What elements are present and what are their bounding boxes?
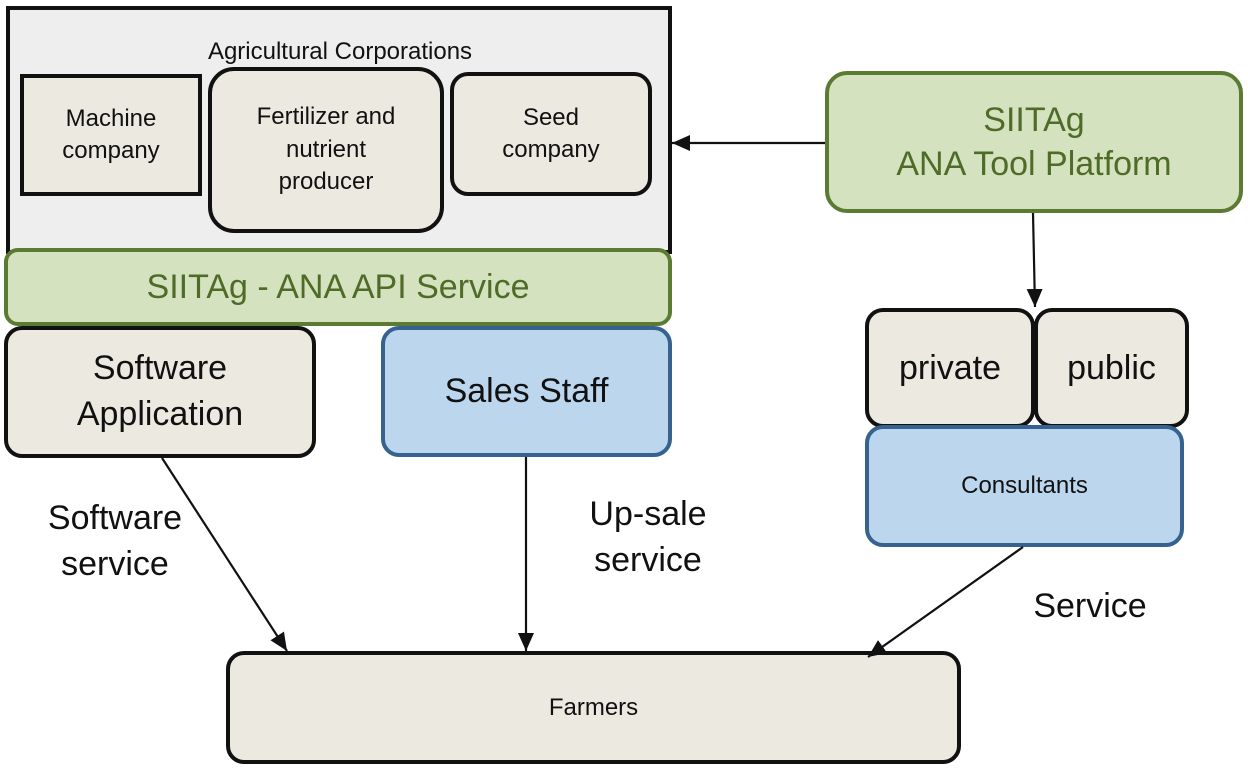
fertilizer-producer-box: Fertilizer and nutrient producer xyxy=(208,67,444,233)
consultants-to-farmers-arrow xyxy=(867,546,1024,658)
private-box: private xyxy=(865,308,1035,428)
consultants-box: Consultants xyxy=(865,425,1184,547)
service-label: Service xyxy=(1033,586,1147,625)
public-box: public xyxy=(1034,308,1189,428)
platform-to-consultants-arrow xyxy=(1026,212,1043,308)
api-service-bar: SIITAg - ANA API Service xyxy=(4,248,672,326)
upsale-service-label: Up-sale service xyxy=(589,495,707,579)
sales-staff-box: Sales Staff xyxy=(381,326,672,457)
farmers-box: Farmers xyxy=(226,651,961,764)
software-application-box: Software Application xyxy=(4,326,316,458)
machine-company-box: Machine company xyxy=(20,74,202,196)
software-service-label: Software service xyxy=(47,499,183,583)
agricultural-corporations-title: Agricultural Corporations xyxy=(207,38,473,65)
seed-company-box: Seed company xyxy=(450,72,652,196)
ana-tool-platform-box: SIITAg ANA Tool Platform xyxy=(825,71,1243,213)
